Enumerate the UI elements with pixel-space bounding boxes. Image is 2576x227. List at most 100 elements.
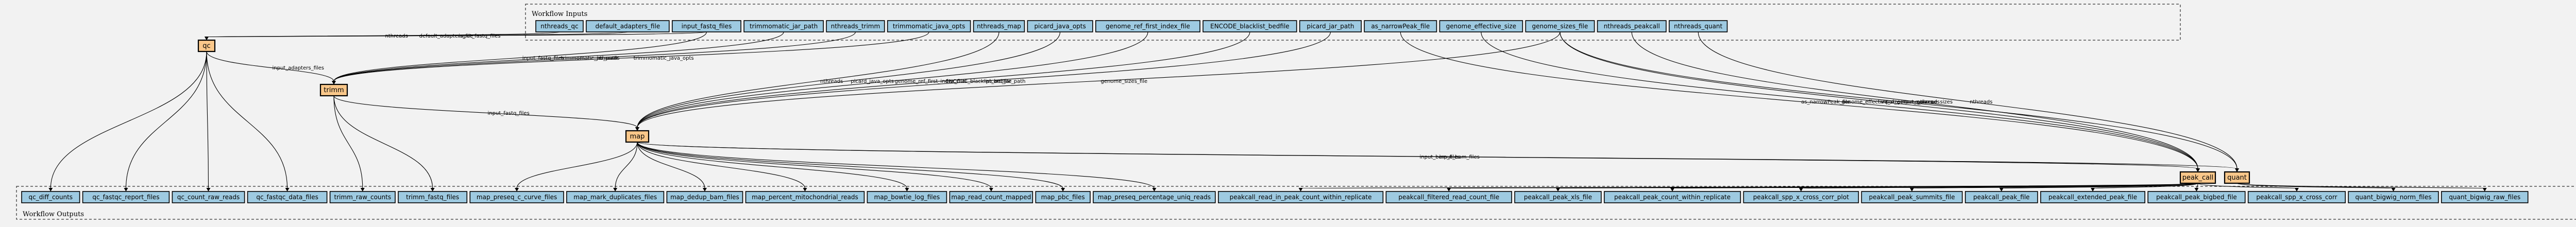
- edge-label: trimmomatic_jar_path: [561, 56, 618, 61]
- out-peakcall-peak-xls-file-label: peakcall_peak_xls_file: [1524, 194, 1592, 201]
- edge-arrowhead: [2091, 188, 2095, 191]
- edge-label: input_bam_files: [1420, 154, 1460, 160]
- edge-arrowhead: [1910, 188, 1914, 191]
- out-peakcall-filtered-read-count-file-label: peakcall_filtered_read_count_file: [1398, 194, 1499, 201]
- edge-in-nthreads-trimm-to-task-trimm: [333, 31, 856, 82]
- out-qc-fastqc-report-files-box: [82, 191, 170, 203]
- edge-in-nthreads-map-to-task-map: [637, 31, 999, 128]
- edge-arrowhead: [635, 127, 639, 131]
- edge-task-map-to-out-map-bowtie-log-files: [637, 142, 907, 189]
- out-peakcall-peak-bigbed-file-node: peakcall_peak_bigbed_file: [2147, 191, 2246, 203]
- task-peak-call-label: peak_call: [2182, 174, 2214, 182]
- out-map-preseq-c-curve-files-label: map_preseq_c_curve_files: [477, 194, 557, 201]
- edge-arrowhead: [332, 81, 336, 84]
- out-quant-bigwig-raw-files-node: quant_bigwig_raw_files: [2441, 191, 2529, 203]
- in-picard-java-opts-box: [1027, 20, 1093, 32]
- edge-arrowhead: [1670, 188, 1675, 191]
- task-peak-call-box: [2179, 171, 2216, 184]
- out-map-mark-duplicates-files-node: map_mark_duplicates_files: [566, 191, 665, 203]
- out-map-preseq-c-curve-files-node: map_preseq_c_curve_files: [469, 191, 564, 203]
- out-map-bowtie-log-files-node: map_bowtie_log_files: [867, 191, 947, 203]
- edge-in-genome-sizes-file-to-task-quant: [1560, 31, 2238, 169]
- out-map-pbc-files-label: map_pbc_files: [1041, 194, 1085, 201]
- edge-label: genome_effective_size: [1841, 99, 1900, 105]
- edge-task-trimm-to-out-trimm-fastq-files: [333, 95, 433, 189]
- out-peakcall-extended-peak-file-node: peakcall_extended_peak_file: [2040, 191, 2145, 203]
- in-genome-ref-first-index-file-box: [1095, 20, 1200, 32]
- edge-label: nthreads: [385, 33, 408, 39]
- inputs-cluster: [525, 4, 2181, 41]
- out-peakcall-filtered-read-count-file-box: [1385, 191, 1512, 203]
- out-peakcall-spp-x-cross-corr-label: peakcall_spp_x_cross_corr: [2256, 194, 2337, 201]
- out-peakcall-filtered-read-count-file-node: peakcall_filtered_read_count_file: [1385, 191, 1512, 203]
- in-nthreads-qc-label: nthreads_qc: [540, 23, 578, 30]
- out-peakcall-spp-x-cross-corr-node: peakcall_spp_x_cross_corr: [2247, 191, 2346, 203]
- in-picard-java-opts-node: picard_java_opts: [1027, 20, 1093, 32]
- task-qc-node: qc: [197, 39, 216, 53]
- task-map-node: map: [625, 130, 650, 143]
- edge-in-genome-sizes-file-to-task-map: [637, 31, 1561, 128]
- out-map-mark-duplicates-files-box: [566, 191, 665, 203]
- out-map-preseq-c-curve-files-box: [469, 191, 564, 203]
- task-map-label: map: [630, 133, 645, 141]
- out-peakcall-read-in-peak-count-within-replicate-label: peakcall_read_in_peak_count_within_repli…: [1230, 194, 1372, 201]
- in-input-fastq-files-label: input_fastq_files: [682, 23, 732, 30]
- task-trimm-node: trimm: [319, 83, 348, 97]
- edge-task-qc-to-out-qc-count-raw-reads: [206, 51, 209, 189]
- in-picard-jar-path-node: picard_jar_path: [1299, 20, 1362, 32]
- task-quant-node: quant: [2224, 171, 2250, 184]
- out-qc-fastqc-data-files-box: [247, 191, 328, 203]
- out-quant-bigwig-norm-files-label: quant_bigwig_norm_files: [2355, 194, 2431, 201]
- edge-arrowhead: [1999, 188, 2004, 191]
- edge-task-trimm-to-task-map: [333, 95, 638, 128]
- out-peakcall-peak-file-box: [1964, 191, 2038, 203]
- out-peakcall-peak-file-node: peakcall_peak_file: [1964, 191, 2038, 203]
- edge-arrowhead: [989, 188, 993, 191]
- out-map-preseq-percentage-uniq-reads-label: map_preseq_percentage_uniq_reads: [1098, 194, 1211, 201]
- out-qc-diff-counts-label: qc_diff_counts: [29, 194, 73, 201]
- outputs-cluster-label: Workflow Outputs: [23, 211, 84, 218]
- out-qc-count-raw-reads-box: [172, 191, 245, 203]
- out-peakcall-spp-x-cross-corr-plot-label: peakcall_spp_x_cross_corr_plot: [1753, 194, 1850, 201]
- edge-arrowhead: [1152, 188, 1157, 191]
- edge-label: nthreads: [1917, 99, 1940, 105]
- in-genome-sizes-file-box: [1525, 20, 1595, 32]
- in-input-fastq-files-node: input_fastq_files: [672, 20, 741, 32]
- in-nthreads-map-node: nthreads_map: [973, 20, 1025, 32]
- edge-task-map-to-task-quant: [637, 142, 2238, 169]
- edge-label: genome_sizes_file: [1100, 79, 1147, 84]
- edge-in-picard-java-opts-to-task-map: [637, 31, 1061, 128]
- out-peakcall-peak-file-label: peakcall_peak_file: [1973, 194, 2030, 201]
- task-qc-box: [197, 39, 216, 53]
- in-genome-ref-first-index-file-node: genome_ref_first_index_file: [1095, 20, 1200, 32]
- in-input-fastq-files-box: [672, 20, 741, 32]
- in-nthreads-quant-box: [1669, 20, 1728, 32]
- out-peakcall-peak-summits-file-box: [1861, 191, 1963, 203]
- edge-label: nthreads: [1970, 99, 1992, 105]
- edge-arrowhead: [1556, 188, 1560, 191]
- edge-arrowhead: [702, 188, 707, 191]
- out-quant-bigwig-norm-files-node: quant_bigwig_norm_files: [2348, 191, 2439, 203]
- out-qc-count-raw-reads-node: qc_count_raw_reads: [172, 191, 245, 203]
- in-as-narrowpeak-file-node: as_narrowPeak_file: [1364, 20, 1437, 32]
- out-quant-bigwig-raw-files-box: [2441, 191, 2529, 203]
- edge-in-encode-blacklist-bedfile-to-task-map: [637, 31, 1250, 128]
- edge-arrowhead: [1061, 188, 1065, 191]
- out-peakcall-peak-xls-file-node: peakcall_peak_xls_file: [1514, 191, 1602, 203]
- edge-in-nthreads-peakcall-to-task-peak-call: [1631, 31, 2198, 169]
- in-nthreads-trimm-node: nthreads_trimm: [826, 20, 885, 32]
- edge-in-genome-ref-first-index-file-to-task-map: [637, 31, 1148, 128]
- out-trimm-raw-counts-node: trimm_raw_counts: [329, 191, 396, 203]
- out-qc-diff-counts-node: qc_diff_counts: [21, 191, 80, 203]
- in-nthreads-qc-node: nthreads_qc: [535, 20, 584, 32]
- edge-in-genome-effective-size-to-task-peak-call: [1481, 31, 2198, 169]
- out-map-bowtie-log-files-box: [867, 191, 947, 203]
- edge-label: trimmomatic_java_opts: [634, 56, 694, 61]
- edge-arrowhead: [2482, 188, 2487, 191]
- edge-task-qc-to-task-trimm: [206, 51, 334, 82]
- in-trimmomatic-jar-path-box: [743, 20, 824, 32]
- edge-label: input_bam_files: [1439, 154, 1480, 160]
- out-peakcall-read-in-peak-count-within-replicate-node: peakcall_read_in_peak_count_within_repli…: [1218, 191, 1384, 203]
